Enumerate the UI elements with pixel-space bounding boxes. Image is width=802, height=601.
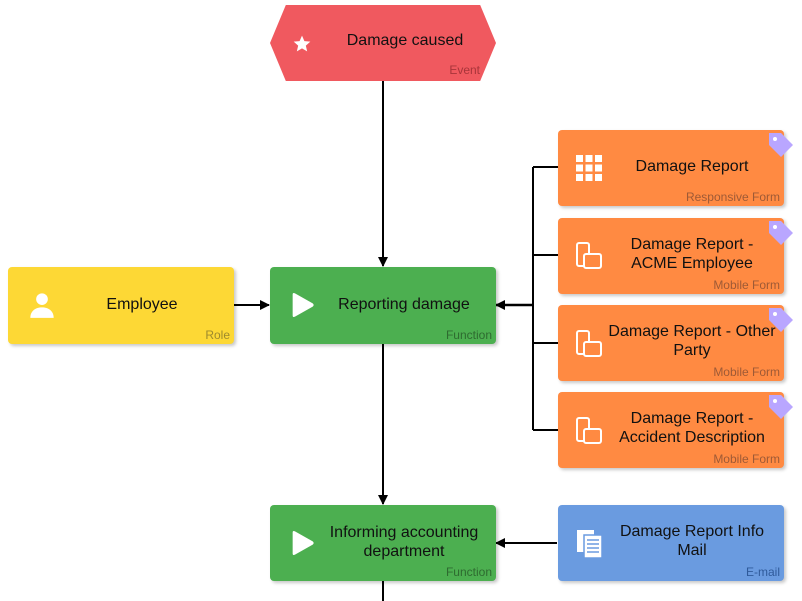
form-node-acme-employee[interactable]: Damage Report - ACME Employee Mobile For…	[558, 218, 784, 294]
play-icon	[292, 530, 314, 556]
tag-icon[interactable]	[766, 392, 796, 422]
star-icon	[293, 35, 311, 52]
function-type-label: Function	[445, 565, 492, 579]
function-title: Informing accounting department	[329, 524, 479, 560]
form-title: Damage Report - Other Party	[608, 323, 776, 359]
documents-icon	[577, 530, 603, 559]
function-node-informing-accounting[interactable]: Informing accounting department Function	[270, 505, 496, 581]
form-node-damage-report[interactable]: Damage Report Responsive Form	[558, 130, 784, 206]
function-type-label: Function	[445, 328, 492, 342]
role-type-label: Role	[205, 328, 230, 342]
form-title: Damage Report	[635, 157, 749, 175]
form-type-label: Responsive Form	[685, 190, 780, 204]
mail-node-damage-report-info[interactable]: Damage Report Info Mail E-mail	[558, 505, 784, 581]
person-icon	[30, 293, 54, 318]
form-title: Damage Report - ACME Employee	[630, 236, 754, 272]
function-node-reporting-damage[interactable]: Reporting damage Function	[270, 267, 496, 344]
play-icon	[292, 292, 314, 318]
form-title: Damage Report - Accident Description	[619, 410, 765, 446]
form-node-other-party[interactable]: Damage Report - Other Party Mobile Form	[558, 305, 784, 381]
tag-icon[interactable]	[766, 305, 796, 335]
role-node-employee[interactable]: Employee Role	[8, 267, 234, 344]
event-title: Damage caused	[346, 32, 464, 49]
form-type-label: Mobile Form	[713, 278, 780, 292]
form-type-label: Mobile Form	[713, 365, 780, 379]
mobile-devices-icon	[576, 417, 602, 444]
role-title: Employee	[106, 295, 178, 313]
function-title: Reporting damage	[338, 295, 470, 313]
form-type-label: Mobile Form	[713, 452, 780, 466]
event-type-label: Event	[449, 63, 480, 77]
mail-title: Damage Report Info Mail	[619, 523, 765, 559]
mobile-devices-icon	[576, 242, 602, 269]
mail-type-label: E-mail	[745, 565, 780, 579]
mobile-devices-icon	[576, 330, 602, 357]
form-node-accident-description[interactable]: Damage Report - Accident Description Mob…	[558, 392, 784, 468]
tag-icon[interactable]	[766, 218, 796, 248]
tag-icon[interactable]	[766, 130, 796, 160]
grid-icon	[576, 155, 602, 181]
